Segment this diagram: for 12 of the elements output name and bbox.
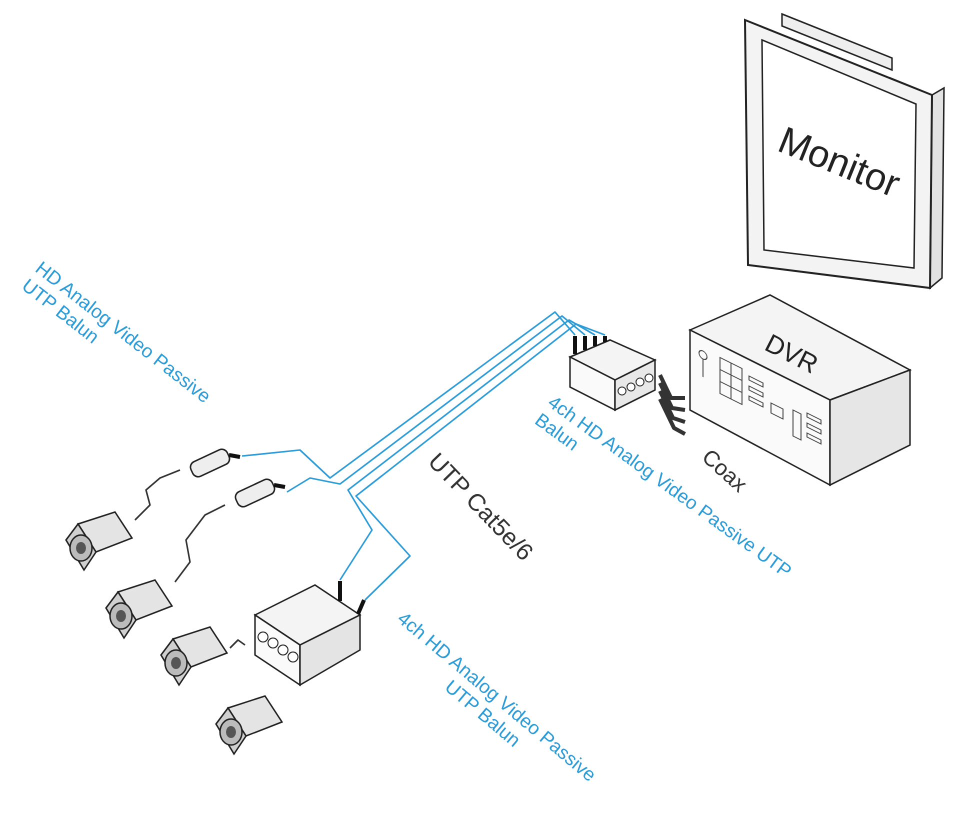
coax-cable <box>658 398 686 436</box>
camera-cable <box>229 639 246 649</box>
camera-cable <box>174 504 226 582</box>
coax-cable <box>658 374 685 400</box>
dvr-label: DVR <box>760 328 823 380</box>
utp-cable <box>242 311 576 479</box>
coax-cable <box>658 390 686 424</box>
utp-cable <box>286 315 586 493</box>
coax-cable <box>658 382 686 412</box>
camera-cable <box>134 469 180 521</box>
utp-cable <box>339 319 596 580</box>
utp-cable <box>355 323 606 601</box>
